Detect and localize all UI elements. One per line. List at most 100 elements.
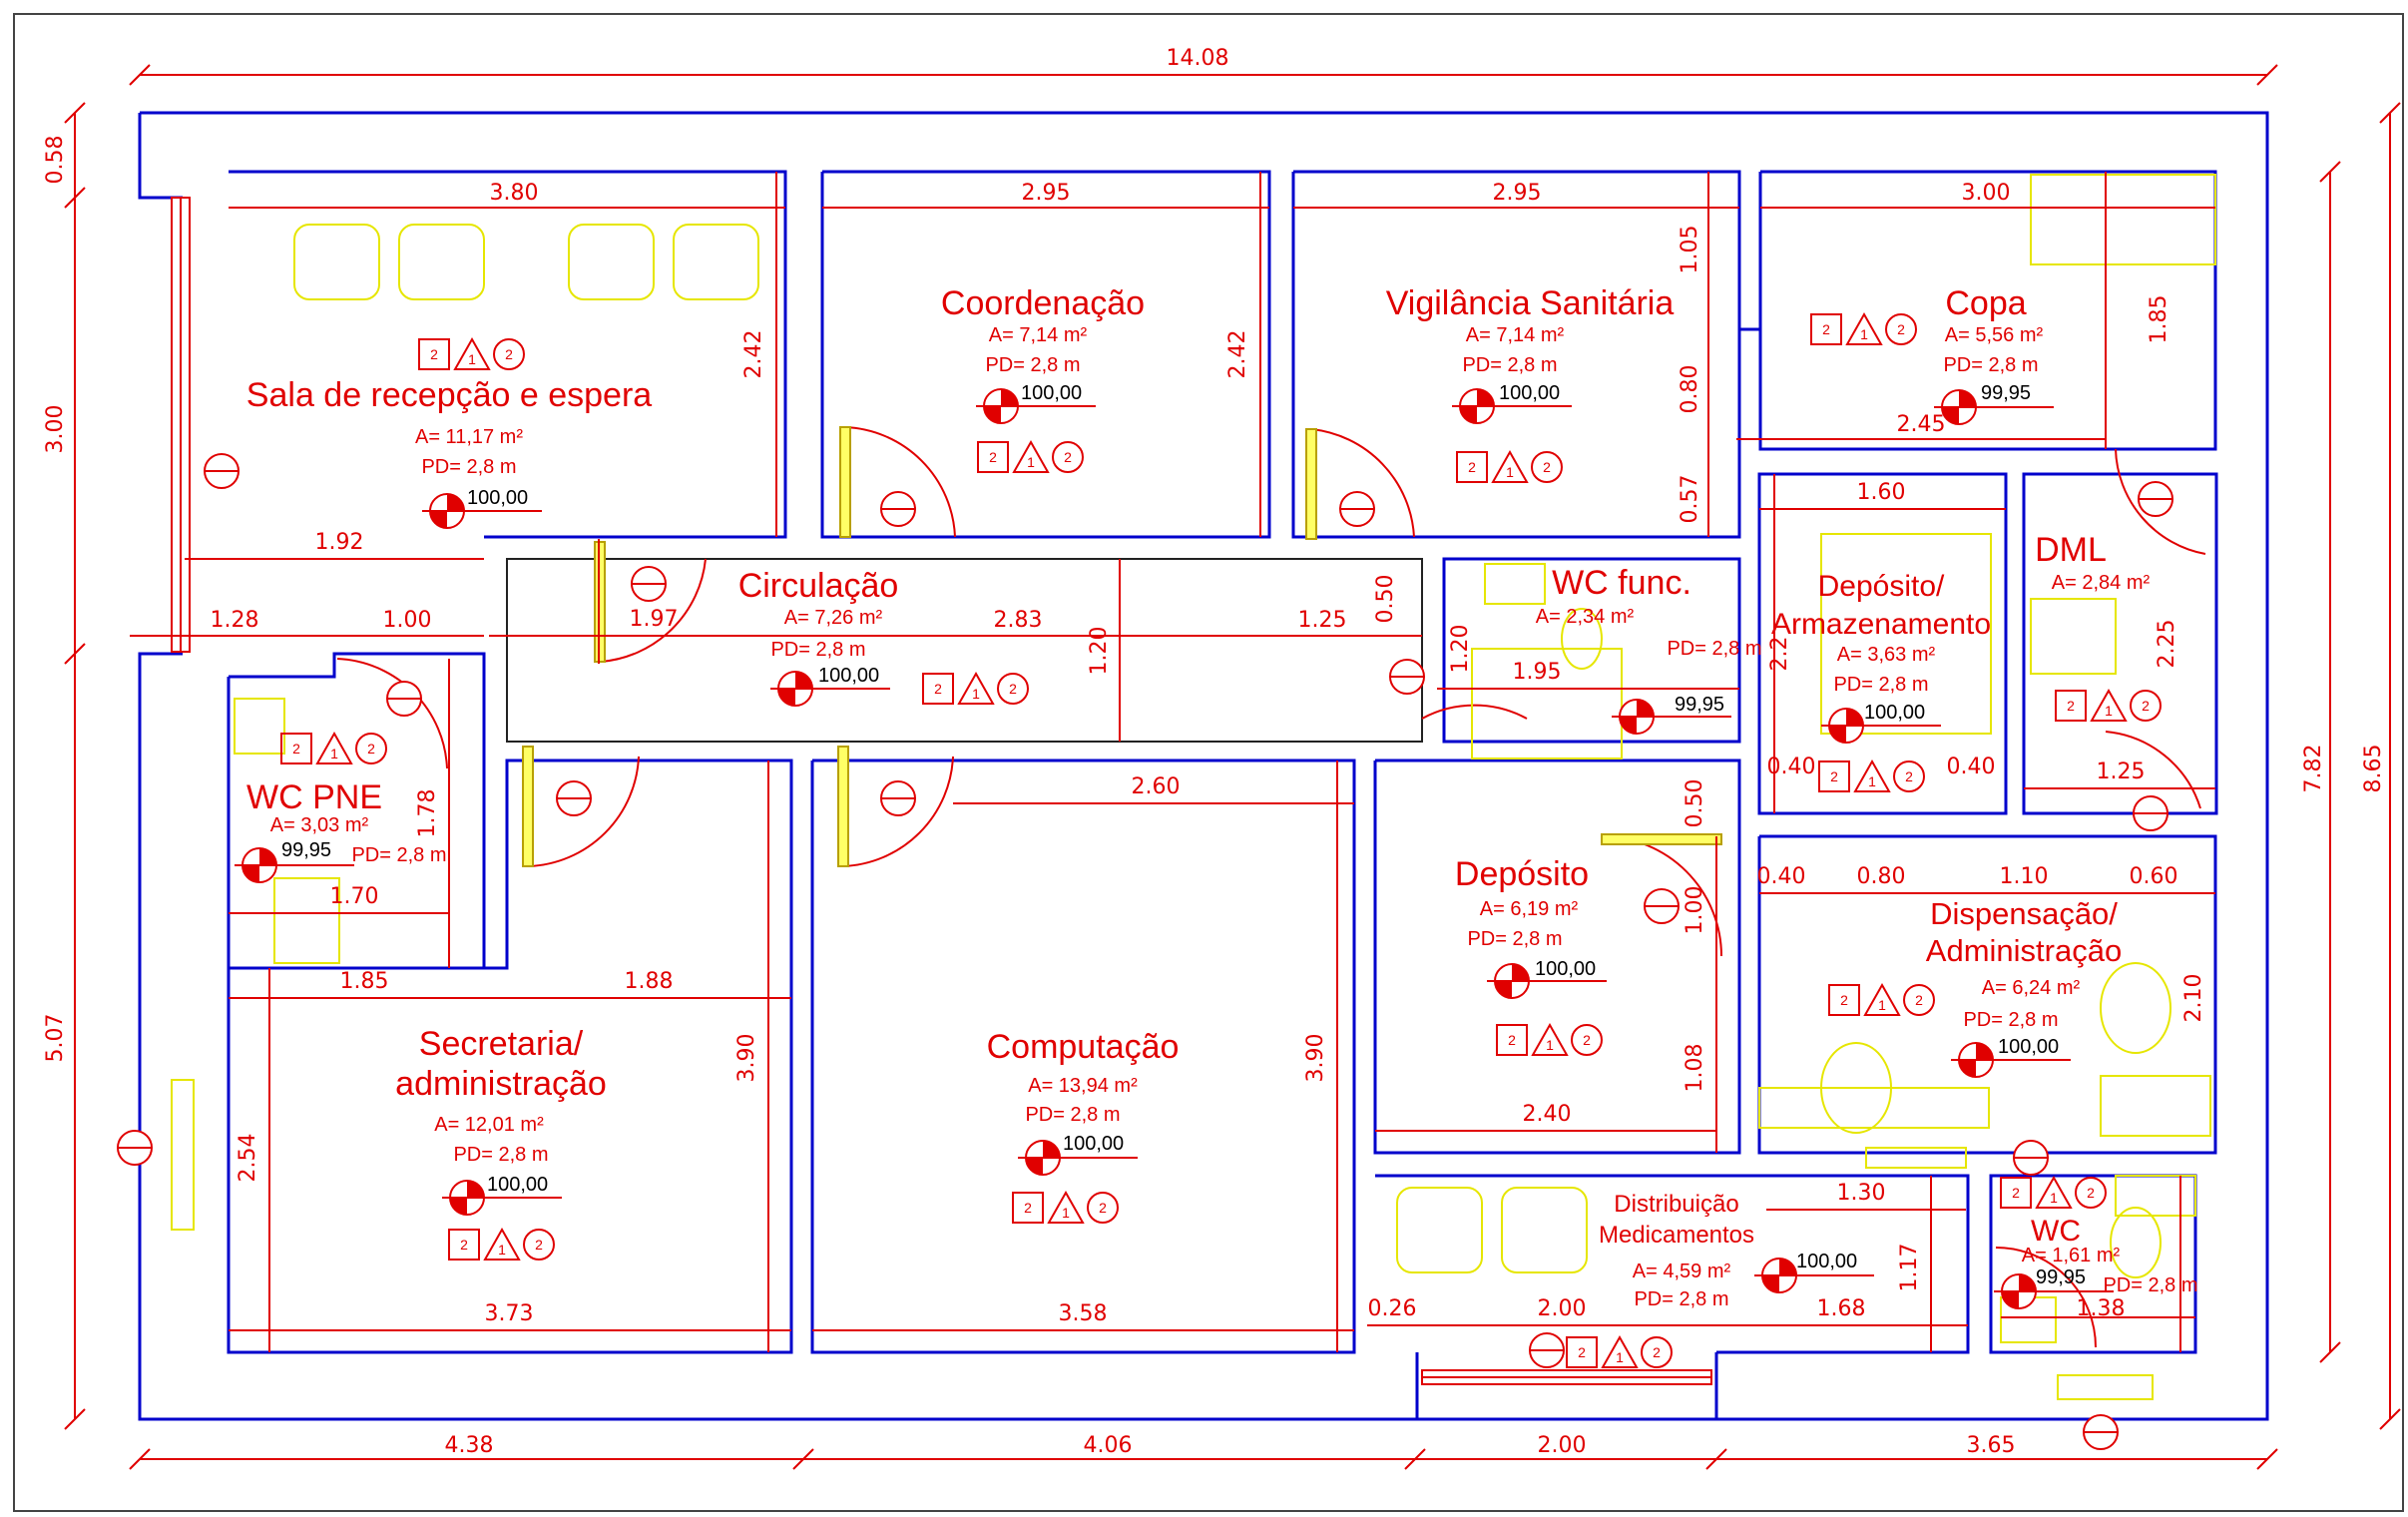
windows — [171, 197, 2154, 1400]
furniture — [234, 174, 2216, 1343]
svg-text:2: 2 — [1064, 449, 1072, 465]
svg-text:2.25: 2.25 — [2155, 620, 2179, 669]
svg-text:2: 2 — [2087, 1185, 2095, 1201]
room-symbol-group: 2 1 2 — [977, 439, 1084, 473]
wall-recepcao — [229, 170, 787, 539]
svg-text:2.42: 2.42 — [1225, 330, 1250, 379]
svg-text:2: 2 — [1830, 768, 1838, 784]
svg-text:A= 6,19 m²: A= 6,19 m² — [1480, 898, 1579, 920]
reference-circle-icon — [1529, 1332, 1565, 1368]
svg-text:2: 2 — [292, 741, 300, 757]
level-marker-icon — [1487, 963, 1607, 999]
room-wcfunc-name: WC func. — [1552, 564, 1691, 602]
level-marker-icon — [1821, 708, 1941, 744]
level-marker-icon — [1934, 389, 2054, 425]
svg-text:2: 2 — [1578, 1344, 1586, 1360]
svg-text:99,95: 99,95 — [2036, 1266, 2086, 1288]
svg-text:1: 1 — [1506, 464, 1514, 480]
room-secret-name1: Secretaria/ — [419, 1025, 584, 1063]
svg-text:0.60: 0.60 — [2130, 864, 2178, 889]
svg-text:100,00: 100,00 — [1998, 1036, 2059, 1058]
svg-text:PD= 2,8 m: PD= 2,8 m — [351, 844, 446, 866]
room-symbol-group: 2 1 2 — [2055, 688, 2162, 722]
svg-text:1.78: 1.78 — [415, 789, 440, 838]
svg-text:2.40: 2.40 — [1523, 1102, 1572, 1127]
svg-text:A= 4,59 m²: A= 4,59 m² — [1633, 1261, 1731, 1282]
reference-circle-icon — [2083, 1414, 2119, 1450]
window-wc — [2057, 1374, 2154, 1400]
svg-text:PD= 2,8 m: PD= 2,8 m — [1462, 354, 1557, 376]
svg-text:2.00: 2.00 — [1538, 1296, 1587, 1321]
room-symbol-group: 2 1 2 — [280, 731, 387, 764]
room-coord-name: Coordenação — [941, 284, 1145, 322]
svg-text:1.68: 1.68 — [1817, 1296, 1866, 1321]
svg-text:1.85: 1.85 — [340, 969, 389, 994]
inner-dimensions: 3.80 2.95 2.95 3.00 2.42 2.42 1.05 0.80 … — [130, 172, 2215, 1352]
svg-text:PD= 2,8 m: PD= 2,8 m — [453, 1144, 548, 1166]
svg-text:A= 12,01 m²: A= 12,01 m² — [434, 1114, 544, 1136]
svg-text:100,00: 100,00 — [1864, 702, 1925, 724]
svg-text:A= 13,94 m²: A= 13,94 m² — [1028, 1075, 1138, 1097]
wall-circulacao — [506, 558, 1423, 743]
svg-text:1.00: 1.00 — [1683, 886, 1707, 935]
svg-text:1: 1 — [1027, 454, 1035, 470]
room-distr-name2: Medicamentos — [1599, 1222, 1754, 1249]
room-disp-name1: Dispensação/ — [1930, 896, 2118, 931]
level-marker-icon — [976, 388, 1096, 424]
svg-text:3.80: 3.80 — [490, 181, 539, 206]
level-marker-icon — [422, 493, 542, 529]
wall-distribuicao — [1375, 1174, 1970, 1354]
svg-text:A= 11,17 m²: A= 11,17 m² — [415, 426, 523, 448]
svg-text:100,00: 100,00 — [1796, 1251, 1857, 1272]
svg-text:2: 2 — [1468, 459, 1476, 475]
svg-text:PD= 2,8 m: PD= 2,8 m — [985, 354, 1080, 376]
room-deposito-name: Depósito — [1455, 855, 1589, 893]
svg-text:1.20: 1.20 — [1087, 627, 1112, 676]
svg-text:PD= 2,8 m: PD= 2,8 m — [2103, 1274, 2197, 1296]
reference-circle-icon — [631, 566, 667, 602]
room-secret-name2: administração — [395, 1065, 607, 1103]
svg-text:2: 2 — [1099, 1200, 1107, 1216]
svg-text:1: 1 — [1878, 997, 1886, 1013]
reference-circle-icon — [386, 681, 422, 717]
room-symbols: 2 1 2 2 1 2 2 1 2 2 1 2 2 1 2 2 1 2 2 1 … — [280, 311, 2162, 1368]
svg-text:2: 2 — [1905, 768, 1913, 784]
room-labels: Sala de recepção e espera A= 11,17 m² PD… — [246, 284, 2198, 1310]
svg-text:2: 2 — [1024, 1200, 1032, 1216]
svg-text:1.25: 1.25 — [1298, 608, 1347, 633]
svg-text:2: 2 — [1543, 459, 1551, 475]
svg-text:2: 2 — [460, 1237, 468, 1253]
room-deparm-name1: Depósito/ — [1818, 570, 1945, 603]
svg-text:PD= 2,8 m: PD= 2,8 m — [421, 456, 516, 478]
svg-text:A= 3,63 m²: A= 3,63 m² — [1837, 644, 1936, 666]
room-symbol-group: 2 1 2 — [1456, 449, 1563, 483]
room-symbol-group: 2 1 2 — [2000, 1175, 2107, 1209]
svg-text:3.00: 3.00 — [1962, 181, 2011, 206]
room-symbol-group: 2 1 2 — [1818, 758, 1925, 792]
svg-text:2.95: 2.95 — [1493, 181, 1542, 206]
level-marker-icon — [1951, 1042, 2071, 1078]
svg-text:PD= 2,8 m: PD= 2,8 m — [1467, 928, 1562, 950]
wall-wc — [1989, 1174, 2197, 1354]
svg-text:3.90: 3.90 — [734, 1034, 759, 1083]
drawing-frame — [13, 13, 2404, 1512]
svg-text:A= 2,84 m²: A= 2,84 m² — [2052, 572, 2151, 594]
room-distr-name1: Distribuição — [1614, 1191, 1738, 1218]
svg-text:A= 3,03 m²: A= 3,03 m² — [270, 814, 369, 836]
svg-text:100,00: 100,00 — [1063, 1133, 1124, 1155]
svg-text:0.50: 0.50 — [1373, 575, 1398, 624]
wall-dep-armaz — [1757, 472, 2008, 815]
svg-text:1.25: 1.25 — [2097, 759, 2146, 784]
svg-text:2: 2 — [535, 1237, 543, 1253]
svg-text:2.2: 2.2 — [1767, 637, 1792, 672]
room-symbol-group: 2 1 2 — [1828, 982, 1935, 1016]
room-symbol-group: 2 1 2 — [448, 1227, 555, 1261]
svg-text:A= 7,26 m²: A= 7,26 m² — [784, 607, 883, 629]
svg-text:3.90: 3.90 — [1303, 1034, 1328, 1083]
svg-text:0.57: 0.57 — [1678, 475, 1702, 524]
dim-bottom-3: 2.00 — [1538, 1433, 1587, 1458]
reference-circle-icon — [1389, 659, 1425, 695]
svg-text:PD= 2,8 m: PD= 2,8 m — [1963, 1009, 2058, 1031]
svg-text:0.80: 0.80 — [1678, 365, 1702, 414]
svg-text:100,00: 100,00 — [1535, 958, 1596, 980]
